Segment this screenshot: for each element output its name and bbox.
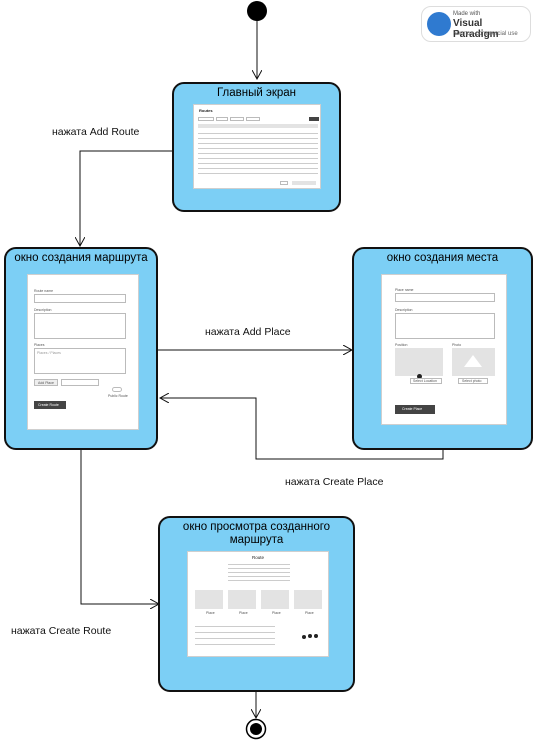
mockup-table-row [198,173,318,174]
mockup-table-header [198,124,318,128]
mockup-button-label: Add Place [38,381,54,385]
state-title: окно просмотра созданного маршрута [182,521,331,546]
mockup-table-row [198,158,318,159]
mockup-field-label: Place name [395,288,414,292]
mockup-button-label: Select Location [413,379,437,383]
mockup-toggle [112,387,122,392]
view-route-mockup: Route Place Place Place Place [187,551,329,657]
mockup-text-line [228,568,290,569]
map-pin-icon [417,374,422,379]
mockup-add-place-button [34,379,58,386]
mockup-filter [230,117,244,121]
mockup-header: Routes [199,108,213,113]
state-title: Главный экран [216,87,297,99]
transition-label-add-place: нажата Add Place [205,326,291,338]
transition-label-create-route: нажата Create Route [11,625,112,637]
mockup-text-line [228,564,290,565]
mockup-table-row [198,138,318,139]
main-screen-mockup: Routes [193,104,321,189]
mockup-field-label: Route name [34,289,54,293]
mockup-review-line [195,638,275,639]
state-title: окно создания места [386,252,499,264]
mockup-field-label: Description [34,308,52,312]
mockup-text-line [228,576,290,577]
mockup-field-label: Description [395,308,413,312]
mockup-review-line [195,626,275,627]
mockup-select-photo-button [458,378,488,384]
mockup-review-line [195,632,275,633]
state-title: окно создания маршрута [14,252,148,264]
mockup-rating-dot [314,634,318,638]
mockup-photo-label: Place [305,611,314,615]
mockup-rating-dot [308,634,312,638]
state-view-route: окно просмотра созданного маршрута Route… [158,516,355,692]
watermark-badge: Made with Visual Paradigm For non-commer… [421,6,531,42]
mockup-create-place-button [395,405,435,414]
mockup-table-row [198,163,318,164]
mockup-field-label: Places [34,343,45,347]
create-route-mockup: Route name Description Places Places / P… [27,274,139,430]
transition-create-route [80,449,159,604]
mockup-pagination [280,181,288,185]
final-node-dot [250,723,262,735]
mockup-button-label: Create Route [38,403,59,407]
mockup-places-placeholder: Places / Places [37,351,61,355]
mockup-description-field [34,313,126,339]
mockup-table-row [198,168,318,169]
mockup-place-photo [261,590,289,609]
mockup-pagination [292,181,316,185]
visual-paradigm-logo-icon [427,12,451,36]
transition-label-add-route: нажата Add Route [52,126,140,138]
mockup-section-label: Photo [452,343,462,347]
mockup-rating-dot [302,635,306,639]
mockup-create-route-button [34,401,66,409]
mockup-filter [246,117,260,121]
mockup-place-photo [228,590,256,609]
watermark-line1: Made with [453,11,481,17]
state-main-screen: Главный экран Routes [172,82,341,212]
state-create-place: окно создания места Place name Descripti… [352,247,533,450]
mockup-text-line [228,580,290,581]
mockup-add-button [309,117,319,121]
state-create-route: окно создания маршрута Route name Descri… [4,247,158,450]
transition-add-route [80,150,172,246]
mockup-button-label: Create Place [402,407,423,411]
mockup-filter [216,117,228,121]
mockup-places-field [34,348,126,374]
mockup-select-location-button [410,378,442,384]
mockup-search [198,117,214,121]
mockup-text-line [228,572,290,573]
initial-node [247,1,267,21]
mockup-place-photo [294,590,322,609]
mockup-header: Route [252,555,265,560]
mockup-table-row [198,153,318,154]
mockup-table-row [198,148,318,149]
mockup-table-row [198,143,318,144]
transition-create-place [160,398,444,460]
watermark-line3: For non-commercial use [453,31,518,37]
mockup-section-label: Position [395,343,408,347]
mockup-place-photo [195,590,223,609]
mockup-review-line [195,644,275,645]
mockup-select [61,379,99,386]
mockup-photo-label: Place [206,611,215,615]
mockup-place-name-field [395,293,495,302]
create-place-mockup: Place name Description Position Photo Se… [381,274,507,425]
mockup-button-label: Select photo [462,379,482,383]
mockup-description-field [395,313,495,339]
watermark-line2: Visual Paradigm [453,18,499,40]
mockup-route-name-field [34,294,126,303]
mockup-photo-label: Place [239,611,248,615]
mockup-toggle-label: Public Route [108,394,128,398]
image-placeholder-icon [464,355,482,367]
mockup-photo-label: Place [272,611,281,615]
mockup-table-row [198,133,318,134]
transition-label-create-place: нажата Create Place [285,476,384,488]
mockup-map [395,348,443,376]
